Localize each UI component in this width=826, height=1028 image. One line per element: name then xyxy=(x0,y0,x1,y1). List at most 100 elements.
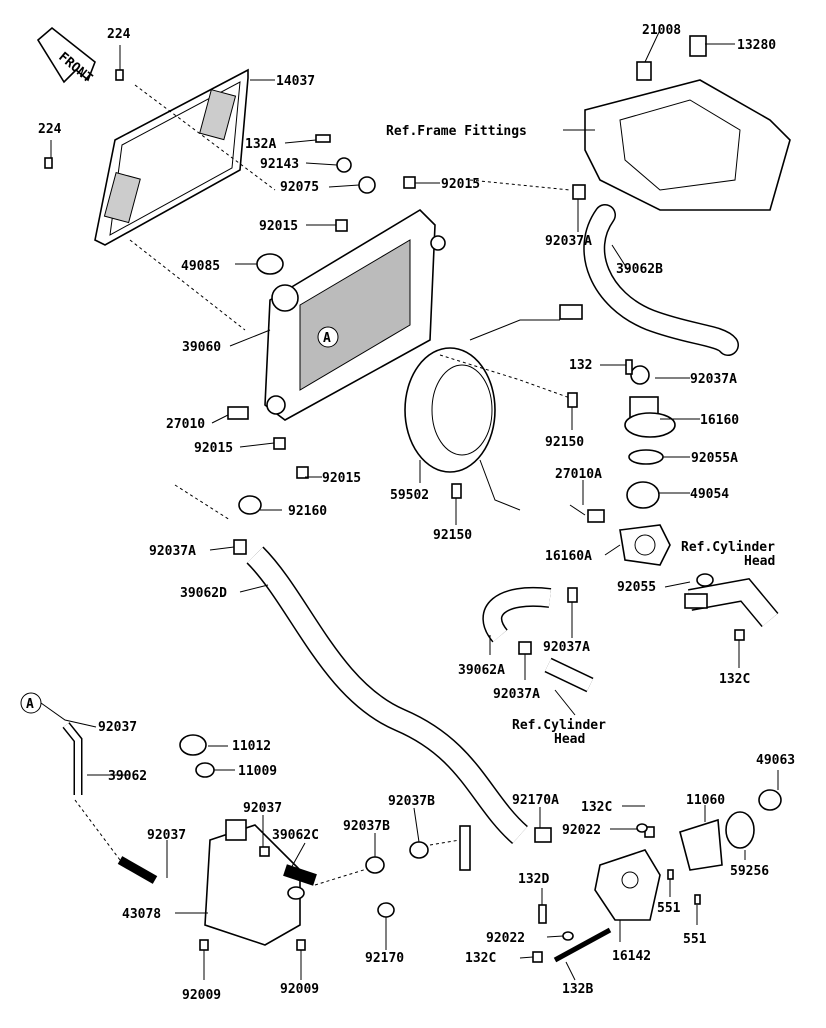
label-132B: 132B xyxy=(562,982,593,997)
bolt-132C-c xyxy=(532,951,543,963)
washer-92022-b xyxy=(562,931,574,941)
label-92055: 92055 xyxy=(617,580,656,595)
bolt-224-lower xyxy=(44,157,53,169)
radiator-core xyxy=(264,208,446,421)
label-92143: 92143 xyxy=(260,157,299,172)
clamp-92037A-top xyxy=(572,184,586,200)
label-39060: 39060 xyxy=(182,340,221,355)
label-92170: 92170 xyxy=(365,951,404,966)
label-92015-b: 92015 xyxy=(259,219,298,234)
label-ref-cylinder-head-1b: Head xyxy=(744,554,775,569)
label-39062B: 39062B xyxy=(616,262,663,277)
hose-39062 xyxy=(62,722,158,884)
label-132C-b: 132C xyxy=(581,800,612,815)
label-92037A-thermo: 92037A xyxy=(690,372,737,387)
clamp-92037A-hose xyxy=(233,539,247,555)
label-11012: 11012 xyxy=(232,739,271,754)
label-13280: 13280 xyxy=(737,38,776,53)
thermostat-cover xyxy=(624,365,676,438)
clip-92015-b xyxy=(335,219,348,232)
hose-39062C xyxy=(283,825,471,886)
washer-92022-a xyxy=(636,823,648,833)
pin-551-b xyxy=(694,894,701,905)
bolt-224-upper xyxy=(115,69,124,81)
hose-39062A xyxy=(482,586,552,643)
bolt-132B xyxy=(553,927,612,963)
label-92037-c: 92037 xyxy=(147,828,186,843)
label-11060: 11060 xyxy=(686,793,725,808)
clamp-92037A-low xyxy=(518,641,532,655)
reference-marker-A-top: A xyxy=(317,326,339,348)
bolt-132D xyxy=(538,904,547,924)
label-92150-a: 92150 xyxy=(545,435,584,450)
svg-text:A: A xyxy=(323,331,331,346)
hose-39062D xyxy=(246,546,529,845)
label-59256: 59256 xyxy=(730,864,769,879)
cylinder-head-pipe xyxy=(684,573,779,628)
label-132A: 132A xyxy=(245,137,276,152)
label-21008: 21008 xyxy=(642,23,681,38)
label-92015-c: 92015 xyxy=(194,441,233,456)
label-92160: 92160 xyxy=(288,504,327,519)
clamp-92037A-mid xyxy=(567,587,578,603)
label-92037A-top: 92037A xyxy=(545,234,592,249)
label-92009-b: 92009 xyxy=(280,982,319,997)
label-92037A-mid: 92037A xyxy=(543,640,590,655)
leader-lines xyxy=(40,29,779,981)
label-224-upper: 224 xyxy=(107,27,131,42)
clamp-92170 xyxy=(377,902,395,918)
label-16160: 16160 xyxy=(700,413,739,428)
label-49063: 49063 xyxy=(756,753,795,768)
clamp-92037B-a xyxy=(409,841,429,859)
thermostat xyxy=(626,481,660,509)
o-ring-92055A xyxy=(628,449,664,465)
cooling-fan xyxy=(404,304,583,511)
bolt-92150-a xyxy=(567,392,578,408)
label-92055A: 92055A xyxy=(691,451,738,466)
label-132C-a: 132C xyxy=(719,672,750,687)
label-11009: 11009 xyxy=(238,764,277,779)
clamp-92037-tank xyxy=(259,846,270,857)
bolt-132A xyxy=(315,134,331,143)
label-ref-frame-fittings: Ref.Frame Fittings xyxy=(386,124,527,139)
label-92037-b: 92037 xyxy=(243,801,282,816)
label-ref-cylinder-head-2b: Head xyxy=(554,732,585,747)
bolt-132C-a xyxy=(734,629,745,641)
label-132: 132 xyxy=(569,358,592,373)
label-92022-a: 92022 xyxy=(562,823,601,838)
collar-92143 xyxy=(336,157,352,173)
reference-marker-A-bottom: A xyxy=(20,692,42,714)
thermostat-housing xyxy=(569,504,671,566)
label-132C-c: 132C xyxy=(465,951,496,966)
reservoir-tank xyxy=(204,819,305,946)
label-92022-b: 92022 xyxy=(486,931,525,946)
label-39062C: 39062C xyxy=(272,828,319,843)
label-92009-a: 92009 xyxy=(182,988,221,1003)
label-49085: 49085 xyxy=(181,259,220,274)
label-92075: 92075 xyxy=(280,180,319,195)
label-92037B-b: 92037B xyxy=(343,819,390,834)
clip-92015-d xyxy=(296,466,309,479)
label-49054: 49054 xyxy=(690,487,729,502)
label-92015-a: 92015 xyxy=(441,177,480,192)
cylinder-head-pipe-2 xyxy=(544,657,594,693)
callout-labels: 224 14037 224 21008 13280 Ref.Frame Fitt… xyxy=(38,23,795,1003)
fan-switch xyxy=(227,406,249,420)
label-92150-b: 92150 xyxy=(433,528,472,543)
pump-cover xyxy=(679,818,723,871)
radiator-grille-shroud xyxy=(94,68,249,246)
label-92015-d: 92015 xyxy=(322,471,361,486)
label-132D: 132D xyxy=(518,872,549,887)
label-59502: 59502 xyxy=(390,488,429,503)
clip-92015-c xyxy=(273,437,286,450)
bolt-92009-b xyxy=(296,939,306,951)
label-ref-cylinder-head-1: Ref.Cylinder xyxy=(681,540,775,555)
label-16142: 16142 xyxy=(612,949,651,964)
front-direction-arrow: FRONT xyxy=(36,26,96,86)
hose-39062B xyxy=(583,204,739,356)
label-39062D: 39062D xyxy=(180,586,227,601)
clip-92015-a xyxy=(403,176,416,189)
bolt-92009-a xyxy=(199,939,209,951)
